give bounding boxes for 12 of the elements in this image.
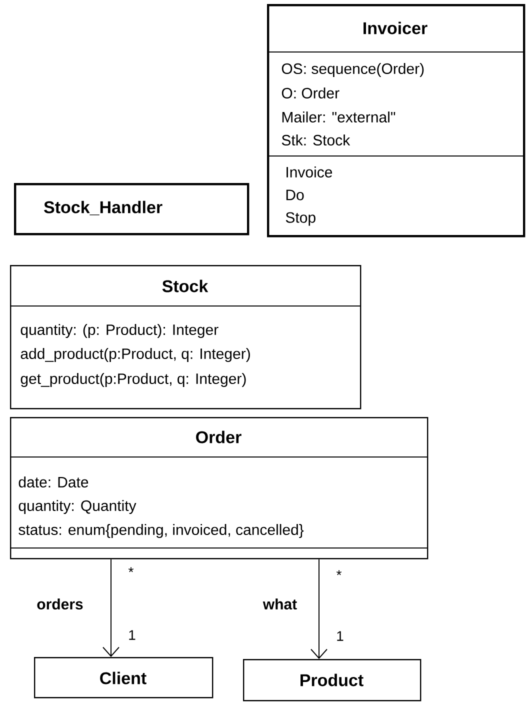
- association-arrow: [102, 558, 120, 657]
- class-box: Order date: Date quantity: Quantity status: enum{pending, invoiced, cancelled}: [10, 417, 428, 560]
- class-box: Stock_Handler: [14, 183, 250, 236]
- multiplicity-label: 1: [337, 631, 344, 641]
- class-box: Product: [243, 659, 422, 702]
- class-box: Invoicer OS: sequence(Order) O: Order Mailer: "external" Stk: Stock Invoice Do Stop: [266, 4, 526, 238]
- edge-label: what: [262, 598, 297, 610]
- class-box: Stock quantity: (p: Product): Integer add_product(p:Product, q: Integer) get_product(p:Product, q: Integer): [10, 265, 362, 410]
- class-box: Client: [34, 657, 214, 698]
- association-arrow: [310, 558, 328, 659]
- edge-label: orders: [37, 598, 83, 610]
- multiplicity-label: 1: [129, 630, 136, 640]
